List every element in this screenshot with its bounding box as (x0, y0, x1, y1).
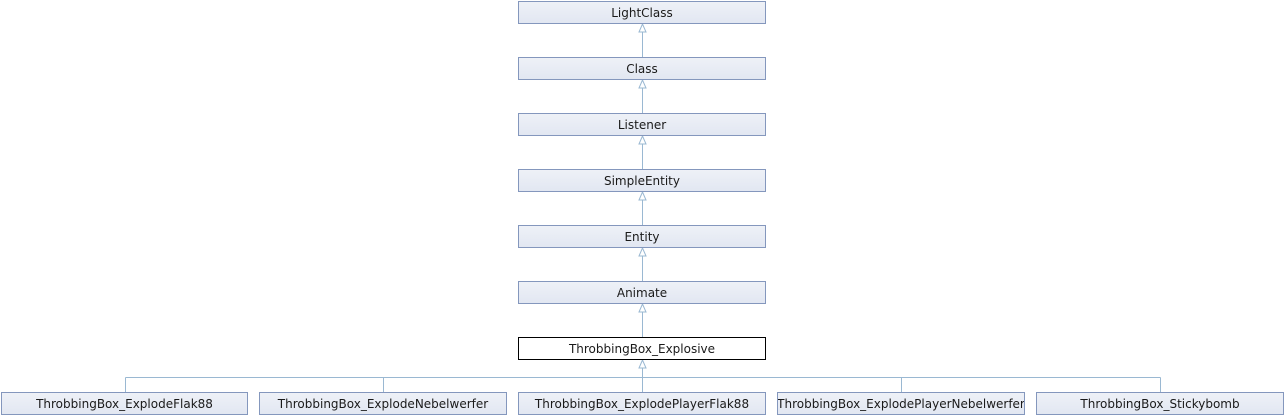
class-node-label: Entity (624, 229, 660, 244)
class-node-label: Animate (616, 285, 668, 300)
class-node-child-explodeplayernebelwerfer[interactable]: ThrobbingBox_ExplodePlayerNebelwerfer (777, 392, 1025, 415)
class-node-class[interactable]: Class (518, 57, 766, 80)
inheritance-arrowhead (638, 134, 647, 145)
class-node-label: LightClass (611, 5, 673, 20)
class-node-animate[interactable]: Animate (518, 281, 766, 304)
class-node-label: Listener (617, 117, 667, 132)
class-node-simpleentity[interactable]: SimpleEntity (518, 169, 766, 192)
inheritance-arrowhead (638, 78, 647, 89)
class-node-label: ThrobbingBox_Stickybomb (1080, 396, 1240, 411)
inheritance-arrowhead (638, 246, 647, 257)
class-node-label: ThrobbingBox_ExplodeFlak88 (36, 396, 213, 411)
inheritance-arrowhead (638, 22, 647, 33)
inheritance-arrowhead (638, 358, 647, 369)
class-node-entity[interactable]: Entity (518, 225, 766, 248)
class-node-lightclass[interactable]: LightClass (518, 1, 766, 24)
class-node-child-explodeflak88[interactable]: ThrobbingBox_ExplodeFlak88 (1, 392, 248, 415)
class-node-label: ThrobbingBox_ExplodePlayerFlak88 (534, 396, 750, 411)
class-node-child-stickybomb[interactable]: ThrobbingBox_Stickybomb (1036, 392, 1284, 415)
class-node-child-explodeplayerflak88[interactable]: ThrobbingBox_ExplodePlayerFlak88 (518, 392, 766, 415)
inheritance-arrowhead (638, 190, 647, 201)
class-node-label: ThrobbingBox_Explosive (568, 341, 716, 356)
inheritance-arrowhead (638, 302, 647, 313)
class-node-current: ThrobbingBox_Explosive (518, 337, 766, 360)
class-node-child-explodenebelwerfer[interactable]: ThrobbingBox_ExplodeNebelwerfer (259, 392, 507, 415)
class-node-label: ThrobbingBox_ExplodePlayerNebelwerfer (777, 396, 1025, 411)
class-node-label: ThrobbingBox_ExplodeNebelwerfer (277, 396, 489, 411)
class-node-label: SimpleEntity (603, 173, 680, 188)
class-node-listener[interactable]: Listener (518, 113, 766, 136)
class-node-label: Class (626, 61, 658, 76)
